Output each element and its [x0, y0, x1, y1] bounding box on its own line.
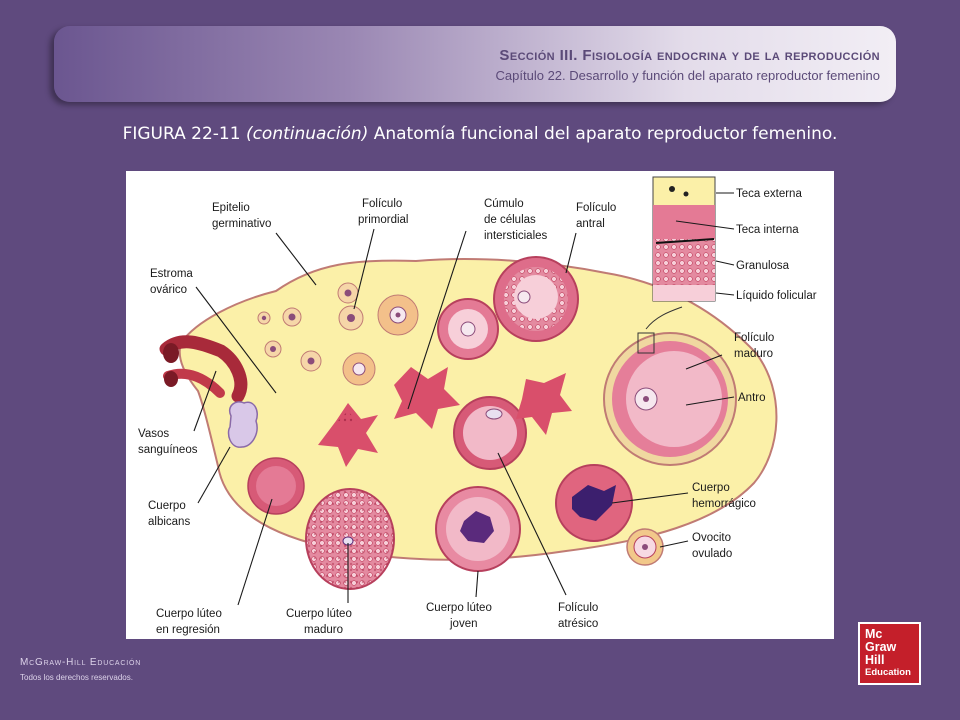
- label-antro: Antro: [738, 392, 766, 404]
- ovary-diagram-svg: Epitelio germinativo Folículo primordial…: [138, 176, 817, 636]
- corpus-luteum-regression: [247, 457, 305, 515]
- label-teca-interna: Teca interna: [736, 224, 799, 236]
- inset-follicle-wall: [652, 176, 716, 302]
- chapter-subtitle: Capítulo 22. Desarrollo y función del ap…: [495, 68, 880, 83]
- logo-line-2: Graw: [865, 640, 897, 654]
- label-atresico-1: Folículo: [558, 602, 598, 614]
- corpus-albicans: [227, 401, 258, 448]
- interstitial-clusters: [318, 367, 572, 467]
- corpus-hemorrhagic: [555, 464, 633, 542]
- figure-continuation: (continuación): [245, 124, 369, 144]
- label-joven-1: Cuerpo lúteo: [426, 602, 492, 614]
- inset-marker: [637, 332, 655, 354]
- mcgraw-hill-logo: Mc Graw Hill Education: [858, 622, 921, 685]
- corpus-luteum-young: [435, 486, 521, 572]
- label-luteo-maduro-2: maduro: [304, 624, 343, 636]
- corpus-luteum-mature: [305, 488, 395, 590]
- antral-follicle: [493, 256, 579, 342]
- section-banner: Sección III. Fisiología endocrina y de l…: [54, 26, 896, 102]
- leader-lines: [193, 192, 735, 606]
- label-luteo-maduro-1: Cuerpo lúteo: [286, 608, 352, 620]
- inset-arrow: [645, 306, 683, 330]
- section-title: Sección III. Fisiología endocrina y de l…: [499, 47, 880, 64]
- figure-caption: FIGURA 22-11 (continuación) Anatomía fun…: [0, 124, 960, 144]
- label-antral-1: Folículo: [576, 202, 616, 214]
- blood-vessels: [159, 335, 248, 403]
- secondary-follicle: [437, 298, 499, 360]
- label-joven-2: joven: [449, 618, 478, 630]
- label-albicans-1: Cuerpo: [148, 500, 186, 512]
- label-liquido: Líquido folicular: [736, 290, 817, 302]
- label-cumulo-3: intersticiales: [484, 230, 548, 242]
- label-estroma-1: Estroma: [150, 268, 193, 280]
- label-granulosa: Granulosa: [736, 260, 790, 272]
- label-vasos-2: sanguíneos: [138, 444, 198, 456]
- label-regresion-1: Cuerpo lúteo: [156, 608, 222, 620]
- atretic-follicle: [453, 396, 527, 470]
- label-primordial-1: Folículo: [362, 198, 402, 210]
- rights-notice: Todos los derechos reservados.: [20, 673, 133, 682]
- label-teca-externa: Teca externa: [736, 188, 802, 200]
- label-cumulo-1: Cúmulo: [484, 198, 524, 210]
- mature-follicle: [603, 332, 737, 466]
- label-atresico-2: atrésico: [558, 618, 598, 630]
- label-maduro-2: maduro: [734, 348, 773, 360]
- logo-line-4: Education: [865, 667, 911, 678]
- logo-line-3: Hill: [865, 653, 885, 667]
- primordial-follicles: [257, 282, 419, 386]
- label-epitelio-1: Epitelio: [212, 202, 250, 214]
- label-primordial-2: primordial: [358, 214, 409, 226]
- figure-number: FIGURA 22-11: [122, 124, 241, 144]
- label-albicans-2: albicans: [148, 516, 190, 528]
- label-estroma-2: ovárico: [150, 284, 187, 296]
- figure-title: Anatomía funcional del aparato reproduct…: [373, 124, 838, 144]
- label-maduro-1: Folículo: [734, 332, 774, 344]
- label-regresion-2: en regresión: [156, 624, 220, 636]
- ovulated-oocyte: [626, 528, 664, 566]
- label-cumulo-2: de células: [484, 214, 536, 226]
- label-antral-2: antral: [576, 218, 605, 230]
- ovary-diagram: Epitelio germinativo Folículo primordial…: [126, 171, 834, 639]
- label-vasos-1: Vasos: [138, 428, 169, 440]
- publisher-name: McGraw-Hill Educación: [20, 657, 142, 668]
- label-ovocito-1: Ovocito: [692, 532, 731, 544]
- label-ovocito-2: ovulado: [692, 548, 732, 560]
- label-epitelio-2: germinativo: [212, 218, 271, 230]
- label-hemorragico-2: hemorrágico: [692, 498, 756, 510]
- label-hemorragico-1: Cuerpo: [692, 482, 730, 494]
- logo-line-1: Mc: [865, 627, 883, 641]
